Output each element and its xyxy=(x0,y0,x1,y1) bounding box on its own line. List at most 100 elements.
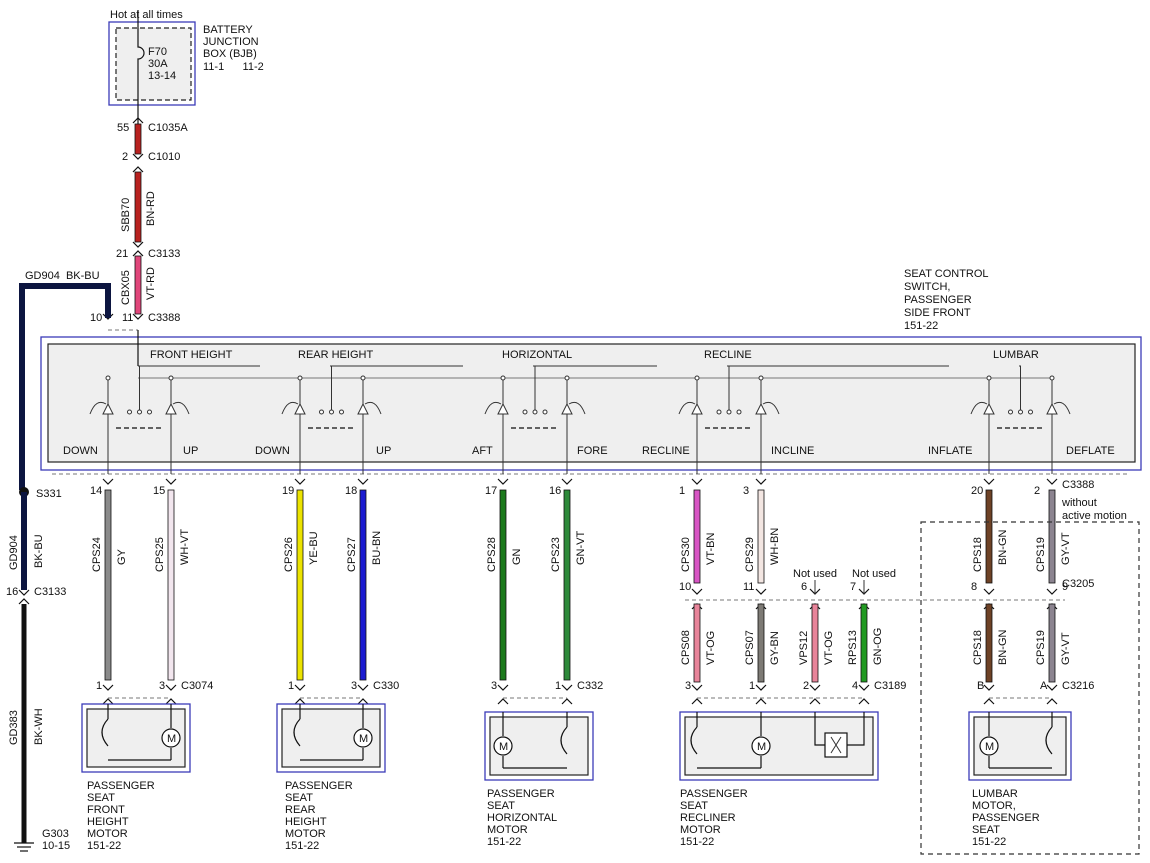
gd383-circuit: GD383 xyxy=(8,710,20,745)
ground-symbol xyxy=(14,842,34,852)
section-lumbar: LUMBAR xyxy=(993,349,1039,361)
upper-wire-circuit-9: CPS19 xyxy=(1035,537,1047,572)
switch-title-2: SWITCH, xyxy=(904,281,950,293)
fuse-rating: 30A xyxy=(148,58,168,70)
wire-cps26 xyxy=(296,489,304,681)
cbx05-color: VT-RD xyxy=(145,267,157,300)
wire-cps30 xyxy=(693,489,701,584)
motor-label-2-2: HORIZONTAL xyxy=(487,812,557,824)
label-rear-up: UP xyxy=(376,445,391,457)
motor-conn-3-pin-2: 2 xyxy=(803,680,809,692)
c1035a-label: C1035A xyxy=(148,122,188,134)
motor-conn-4-pin-0: B xyxy=(977,680,984,692)
motor-conn-1-label: C330 xyxy=(373,680,399,692)
motor-label-2-1: SEAT xyxy=(487,800,515,812)
lower-wire-color-3: GN-OG xyxy=(872,628,884,665)
connector-c3133-symbol xyxy=(132,241,144,248)
bjb-title-2: JUNCTION xyxy=(203,36,259,48)
wire-cps18 xyxy=(985,489,993,584)
wire-lower-5 xyxy=(1048,603,1056,683)
connector-c1010-symbol xyxy=(132,153,144,160)
upper-wire-color-6: VT-BN xyxy=(705,533,717,565)
motor-conn-3-label: C3189 xyxy=(874,680,906,692)
motor-conn-0-pin-1: 3 xyxy=(159,680,165,692)
upper-wire-circuit-5: CPS23 xyxy=(550,537,562,572)
wire-lower-1 xyxy=(757,603,765,683)
motor-label-1-5: 151-22 xyxy=(285,840,319,852)
g303-label: G303 xyxy=(42,828,69,840)
connector-c3205: Not used Not used C3205 xyxy=(685,568,1094,601)
lower-wire-circuit-2: VPS12 xyxy=(798,631,810,665)
label-fore: FORE xyxy=(577,445,608,457)
c3205-pin-1: 11 xyxy=(743,581,754,593)
c3205-pin-2: 6 xyxy=(801,581,807,593)
motor-conn-2-pin-1: 1 xyxy=(555,680,561,692)
upper-pin-9: 2 xyxy=(1034,485,1040,497)
lower-wire-color-1: GY-BN xyxy=(769,631,781,665)
label-inflate: INFLATE xyxy=(928,445,972,457)
motor-label-0-1: SEAT xyxy=(87,792,115,804)
wire-cps24 xyxy=(104,489,112,681)
upper-pin-2: 19 xyxy=(282,485,294,497)
fuse-f70-symbol xyxy=(137,10,145,110)
motor-symbol-3 xyxy=(751,736,771,756)
bjb-title-1: BATTERY xyxy=(203,24,253,36)
lower-wire-circuit-4: CPS18 xyxy=(972,630,984,665)
label-front-down: DOWN xyxy=(63,445,98,457)
s331-label: S331 xyxy=(36,488,62,500)
battery-junction-box: Hot at all times F70 30A 13-14 BATTERY J… xyxy=(108,9,264,110)
motor-box-2 xyxy=(484,711,594,781)
motor-box-0 xyxy=(81,703,191,773)
without-active-motion-2: active motion xyxy=(1062,510,1127,522)
upper-wire-color-4: GN xyxy=(511,548,523,565)
switch-title-5: 151-22 xyxy=(904,320,938,332)
motor-box-4 xyxy=(968,711,1072,781)
upper-pin-8: 20 xyxy=(971,485,983,497)
c3205-pin-4: 8 xyxy=(971,581,977,593)
motor-box-1 xyxy=(276,703,386,773)
upper-pin-1: 15 xyxy=(153,485,165,497)
upper-wire-circuit-0: CPS24 xyxy=(91,537,103,572)
wire-gd904 xyxy=(19,283,111,490)
c3133-ground-pin: 16 xyxy=(6,586,18,598)
wire-lower-0 xyxy=(693,603,701,683)
motor-symbol-4 xyxy=(979,736,999,756)
gd904-label: GD904 BK-BU xyxy=(25,270,100,282)
lower-wire-circuit-3: RPS13 xyxy=(847,630,859,665)
c3388-bottom-label: C3388 xyxy=(1062,479,1094,491)
motor-label-0-4: MOTOR xyxy=(87,828,128,840)
section-rear-height: REAR HEIGHT xyxy=(298,349,373,361)
motor-conn-2-pin-0: 3 xyxy=(491,680,497,692)
motor-label-4-3: SEAT xyxy=(972,824,1000,836)
gd383-color: BK-WH xyxy=(33,708,45,745)
upper-wire-color-1: WH-VT xyxy=(179,529,191,565)
motor-symbol-letter-3: M xyxy=(757,741,766,753)
section-horizontal: HORIZONTAL xyxy=(502,349,572,361)
wire-cps29 xyxy=(757,489,765,584)
wire-cps28 xyxy=(499,489,507,681)
label-front-up: UP xyxy=(183,445,198,457)
sbb70-circuit: SBB70 xyxy=(120,198,132,232)
cbx05-circuit: CBX05 xyxy=(120,270,132,305)
motor-label-1-4: MOTOR xyxy=(285,828,326,840)
motor-symbol-letter-0: M xyxy=(167,733,176,745)
sbb70-color: BN-RD xyxy=(145,191,157,226)
upper-pin-7: 3 xyxy=(743,485,749,497)
wire-cps19 xyxy=(1048,489,1056,584)
switch-title-3: PASSENGER xyxy=(904,294,972,306)
lower-wire-circuit-0: CPS08 xyxy=(680,630,692,665)
c3133-pin: 21 xyxy=(116,248,128,260)
c1035a-pin: 55 xyxy=(117,122,129,134)
upper-wire-color-0: GY xyxy=(116,548,128,565)
c3388-pin-11: 11 xyxy=(122,312,133,324)
switch-title-1: SEAT CONTROL xyxy=(904,268,989,280)
upper-wire-circuit-1: CPS25 xyxy=(154,537,166,572)
upper-wire-circuit-3: CPS27 xyxy=(346,537,358,572)
c3388-top-label: C3388 xyxy=(148,312,180,324)
upper-wire-circuit-4: CPS28 xyxy=(486,537,498,572)
ground-circuit: GD904 BK-BU S331 GD904 BK-BU 16 C3133 GD… xyxy=(6,270,111,852)
motor-conn-3-pin-0: 3 xyxy=(685,680,691,692)
